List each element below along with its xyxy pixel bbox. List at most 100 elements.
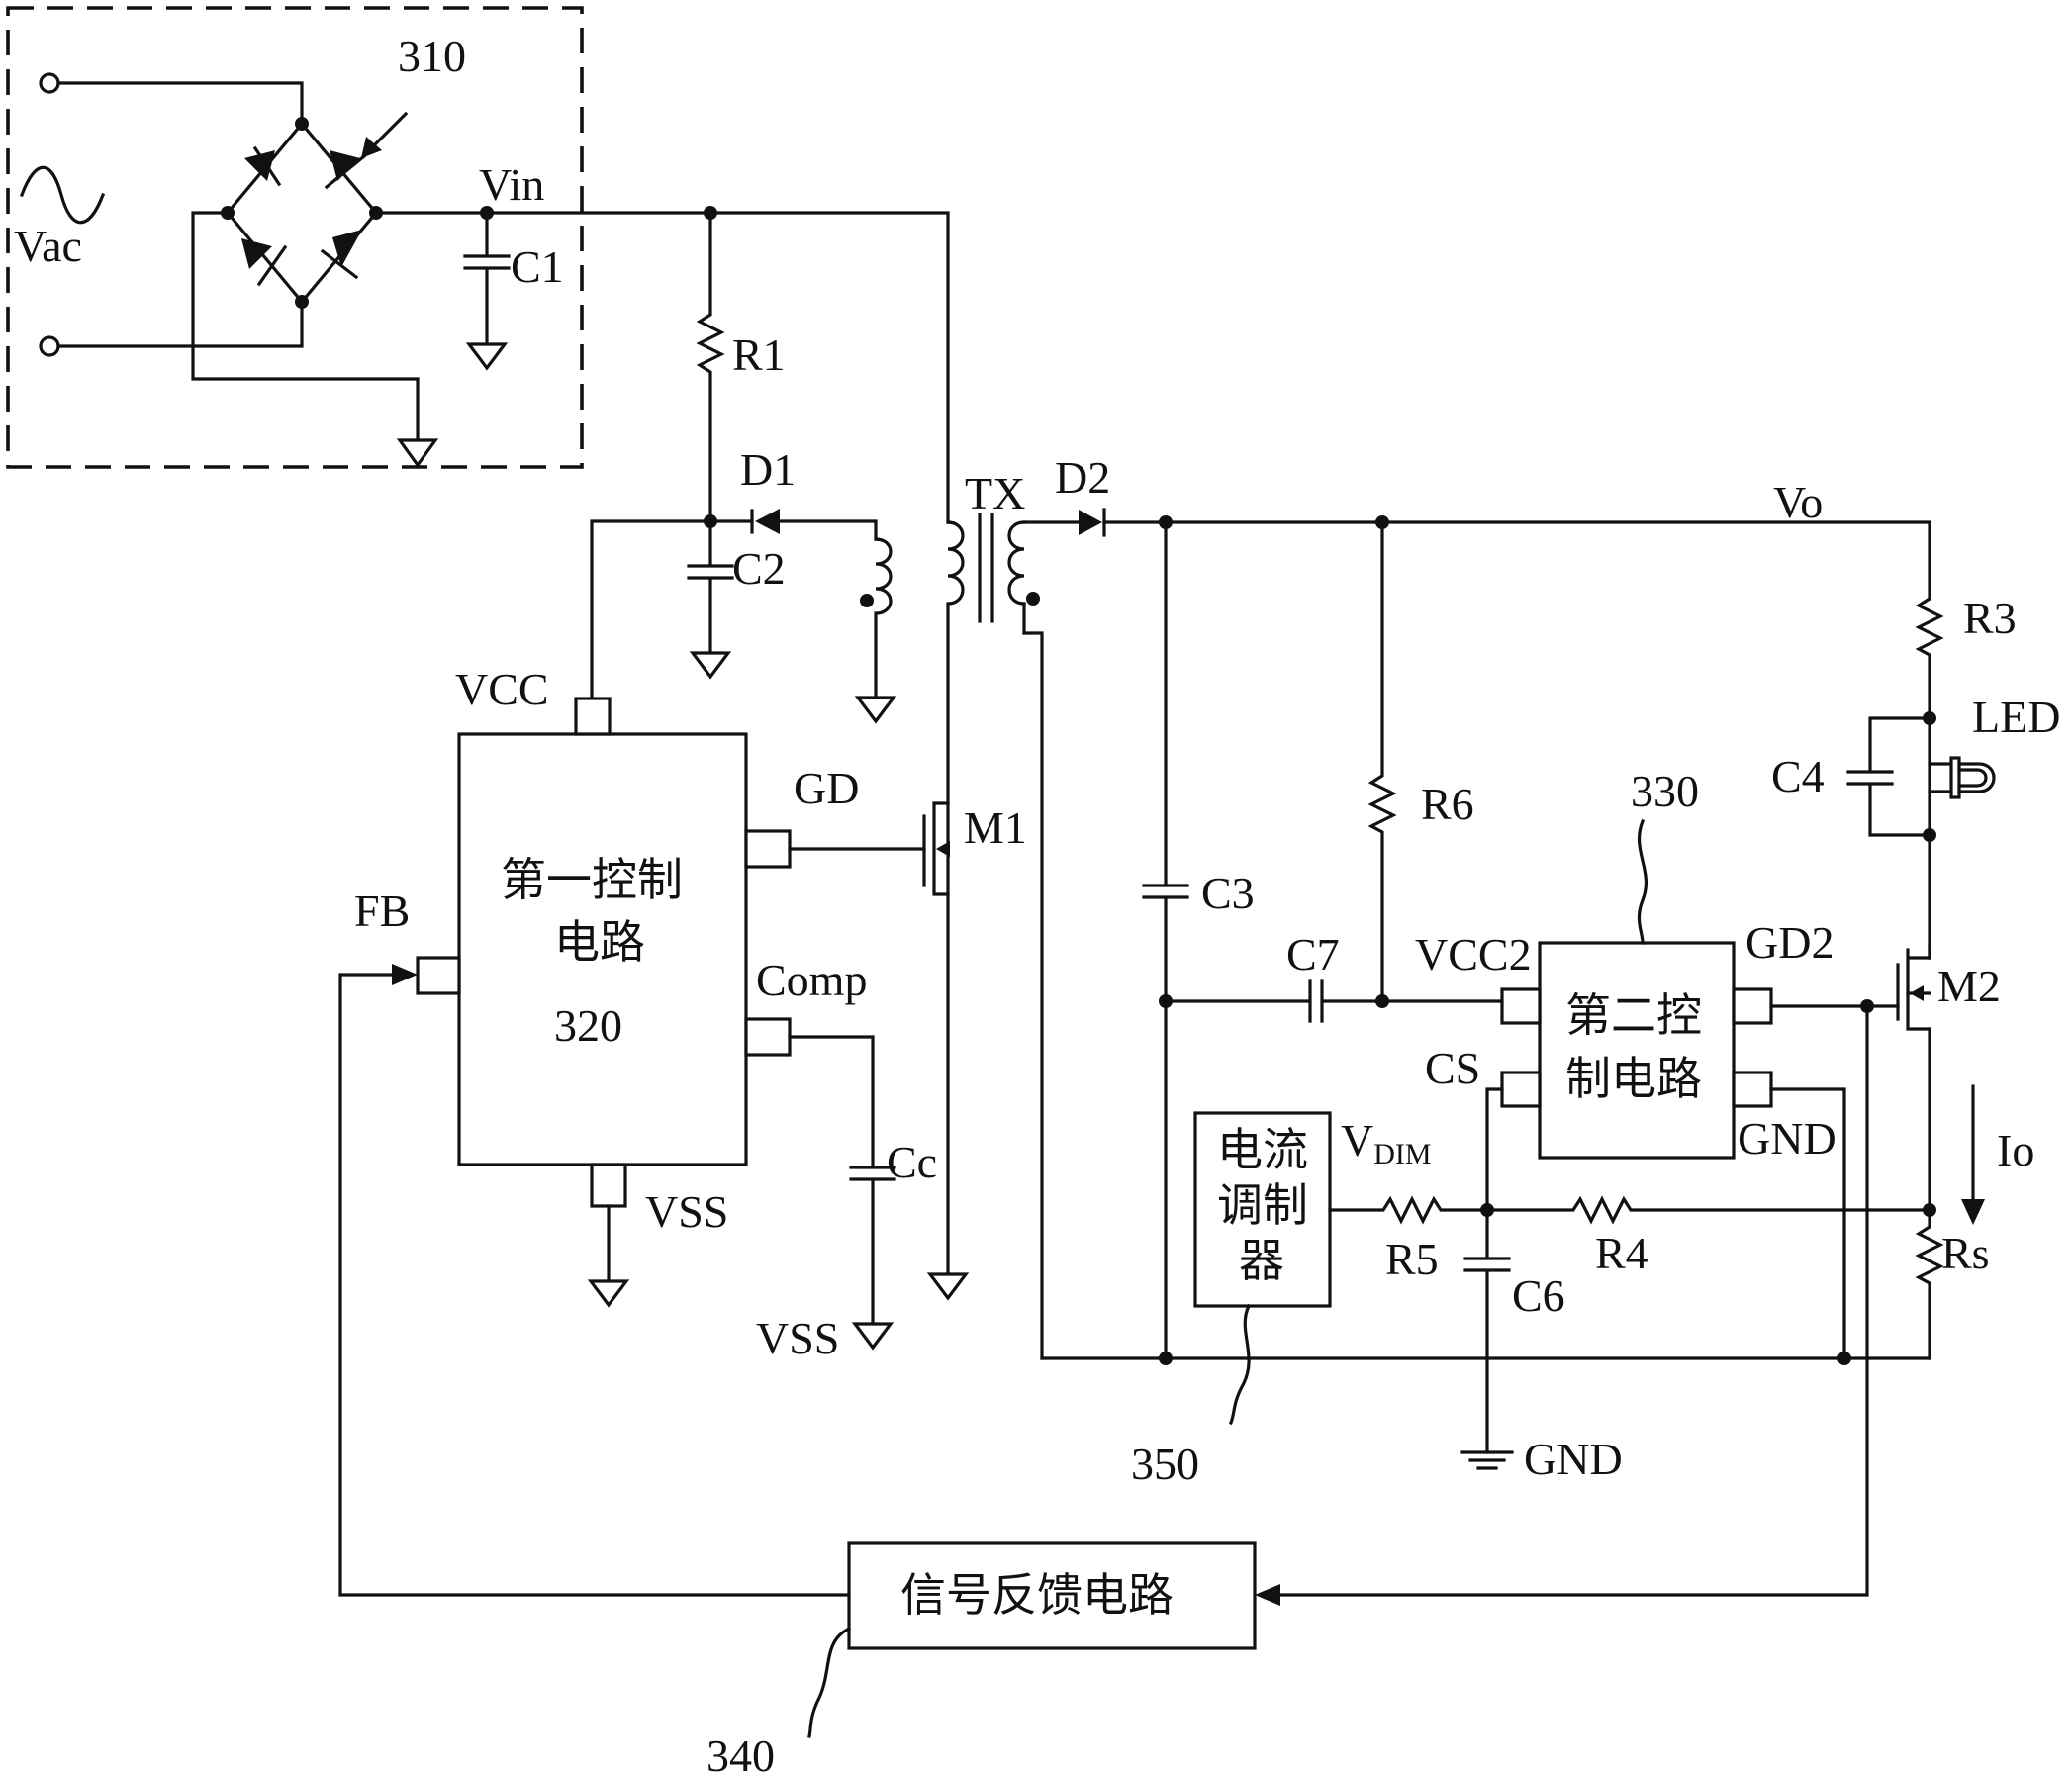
gd-label: GD xyxy=(794,763,859,813)
d2-label: D2 xyxy=(1055,452,1110,503)
wire-gnd-pin xyxy=(1769,1087,1846,1360)
ground-icon xyxy=(854,696,897,724)
wire-vcc-node xyxy=(590,519,754,700)
vss2-label: VSS xyxy=(756,1313,839,1363)
current-modulator: 电流 调制 器 VDIM R5 R4 C6 GND 350 xyxy=(1131,1111,1931,1489)
vss-label: VSS xyxy=(645,1186,728,1237)
capacitor-c4 xyxy=(1846,716,1931,837)
vss-pin xyxy=(590,1163,627,1208)
resistor-r5 xyxy=(1328,1195,1489,1225)
c1-label: C1 xyxy=(511,241,564,292)
resistor-r3 xyxy=(1915,596,1944,720)
vdim-label: VDIM xyxy=(1341,1115,1432,1170)
ref-340-leader xyxy=(807,1626,852,1738)
diode-d1 xyxy=(750,509,878,541)
m1-label: M1 xyxy=(964,802,1027,853)
ground-icon xyxy=(689,651,732,680)
ref-310-label: 310 xyxy=(398,31,466,81)
capacitor-c1 xyxy=(463,211,511,346)
r4-label: R4 xyxy=(1595,1228,1648,1278)
ref-320-label: 320 xyxy=(554,1000,622,1051)
aux-winding xyxy=(874,537,893,699)
ground-icon xyxy=(926,1272,970,1301)
c3-label: C3 xyxy=(1201,868,1255,918)
capacitor-c7: C7 xyxy=(1164,929,1504,1023)
feedback-box xyxy=(847,1541,1257,1650)
arrow-head-icon xyxy=(1255,1584,1280,1606)
m1-body xyxy=(922,801,950,896)
feedback-label: 信号反馈电路 xyxy=(900,1568,1174,1622)
ground-icon xyxy=(851,1322,895,1351)
startup-network: R1 D1 C2 xyxy=(590,206,897,724)
vcc2-pin xyxy=(1500,987,1542,1025)
diode-d2 xyxy=(1079,508,1106,537)
sense-resistor: Rs Io xyxy=(1915,1084,2034,1360)
gnd-bottom-label: GND xyxy=(1524,1434,1623,1484)
modulator-line1: 电流 xyxy=(1217,1123,1308,1176)
vo-label: Vo xyxy=(1773,477,1823,527)
resistor-r6: R6 xyxy=(1367,520,1474,1008)
ref-350-leader xyxy=(1228,1303,1252,1426)
rectifier-dashed-border xyxy=(6,6,584,469)
arrow-head-icon xyxy=(361,137,382,158)
ctrl2-title-line1: 第二控 xyxy=(1565,988,1702,1042)
mosfet-m1: M1 xyxy=(922,801,1027,896)
comp-label: Comp xyxy=(756,955,867,1005)
wire-feedback-to-fb xyxy=(338,973,851,1597)
mosfet-m2: M2 xyxy=(1896,943,2001,1212)
led-branch: R3 C4 LED xyxy=(1771,593,2060,960)
ref-340-label: 340 xyxy=(706,1730,775,1772)
wire-vin xyxy=(374,211,950,524)
m2-label: M2 xyxy=(1937,961,2001,1011)
vin-label: Vin xyxy=(479,159,544,210)
rectifier-block-310: 310 Vac Vin C1 xyxy=(6,6,950,524)
modulator-line2: 调制 xyxy=(1217,1178,1308,1232)
cs-pin xyxy=(1500,1071,1542,1108)
vcc-pin xyxy=(574,697,612,736)
wire-m2-to-feedback xyxy=(1278,1004,1869,1597)
m2-body xyxy=(1896,948,1931,1031)
capacitor-cc xyxy=(788,1035,896,1326)
ref-350-label: 350 xyxy=(1131,1439,1199,1489)
ctrl2-box xyxy=(1538,941,1736,1160)
c6-label: C6 xyxy=(1512,1270,1565,1321)
ctrl1-title-line1: 第一控制 xyxy=(501,853,683,906)
r6-label: R6 xyxy=(1421,779,1474,829)
ac-terminal-bottom xyxy=(39,335,60,357)
tx-label: TX xyxy=(965,468,1025,518)
vdim-main: V xyxy=(1341,1115,1373,1166)
output-rail: D2 Vo xyxy=(1055,452,1931,601)
gnd-pin xyxy=(1732,1071,1773,1108)
c2-label: C2 xyxy=(732,543,786,594)
d1-label: D1 xyxy=(740,444,796,495)
wire-cs xyxy=(1485,1087,1504,1212)
ctrl1-title-line2: 电路 xyxy=(554,915,645,969)
fb-pin xyxy=(416,956,461,995)
wire-ac-top xyxy=(56,81,304,126)
resistor-rs xyxy=(1915,1208,1944,1360)
capacitor-c3: C3 xyxy=(1142,520,1255,1360)
c4-label: C4 xyxy=(1771,751,1825,801)
bridge-diode-icon xyxy=(320,230,362,280)
resistor-r1 xyxy=(696,211,725,523)
primary-winding xyxy=(946,520,965,1276)
ac-source-icon xyxy=(19,165,106,225)
ref-330-label: 330 xyxy=(1631,766,1699,816)
ref-arrow-310 xyxy=(368,111,409,151)
ctrl2-title-line2: 制电路 xyxy=(1565,1052,1702,1105)
cc-label: Cc xyxy=(887,1137,937,1187)
gd2-pin xyxy=(1732,987,1773,1025)
resistor-r4 xyxy=(1485,1195,1931,1225)
first-control-circuit: 第一控制 电路 320 VCC GD Comp FB VSS Cc VSS xyxy=(354,664,937,1363)
modulator-line3: 器 xyxy=(1239,1234,1284,1287)
r5-label: R5 xyxy=(1385,1234,1439,1284)
secondary-winding xyxy=(1007,520,1026,606)
ground-icon xyxy=(1460,1450,1514,1470)
bridge-diode-icon xyxy=(241,238,288,287)
arrow-head-icon xyxy=(392,964,418,985)
signal-feedback-circuit: 信号反馈电路 340 xyxy=(338,964,1869,1772)
vcc2-label: VCC2 xyxy=(1415,929,1532,979)
bridge-diode-icon xyxy=(244,145,282,187)
wire-ac-bottom xyxy=(56,300,304,348)
